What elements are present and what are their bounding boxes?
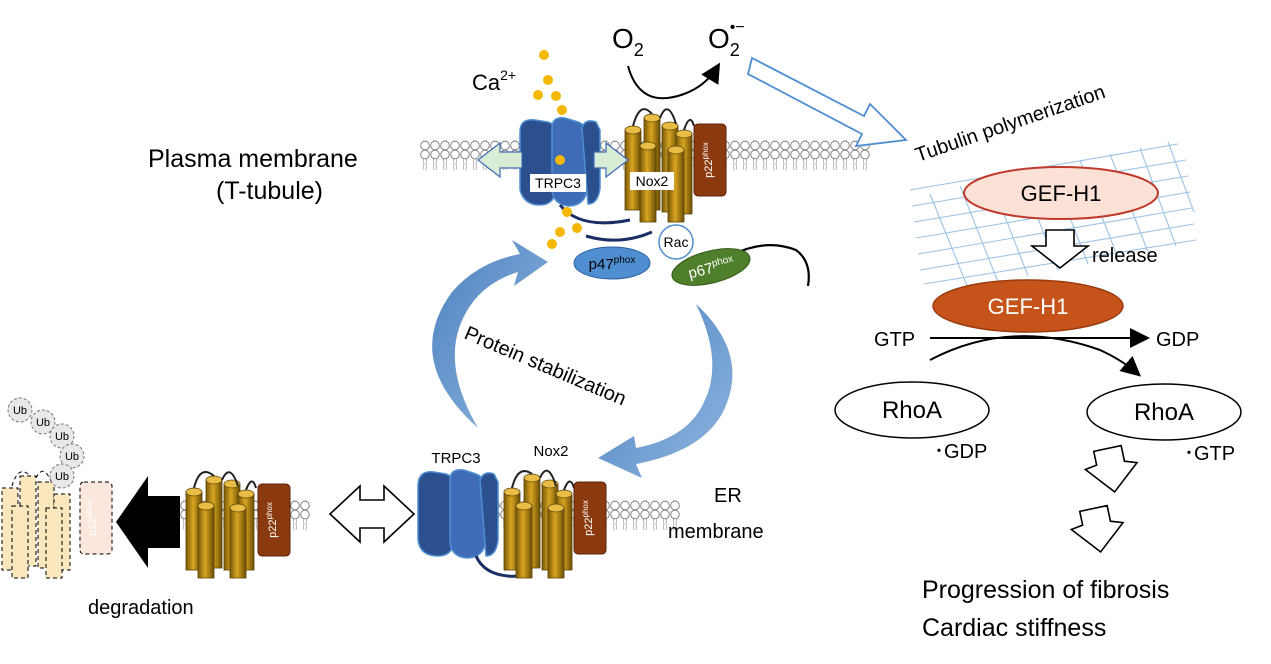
trpc3-er-label: TRPC3 — [431, 450, 480, 467]
nox2-er-label: Nox2 — [533, 443, 568, 460]
p47-sup: phox — [614, 255, 636, 266]
downstream-arrow-1 — [1083, 444, 1139, 494]
calcium-label: Ca2+ — [472, 67, 516, 95]
p67-sup: phox — [711, 254, 735, 270]
stabilization-cycle — [432, 240, 733, 478]
progression-label: Progression of fibrosis — [922, 576, 1169, 604]
ub-label-5: Ub — [55, 471, 69, 483]
lateral-arrows-top — [477, 141, 629, 179]
p67phox: p67phox — [671, 248, 751, 286]
tubulin-label: Tubulin polymerization — [912, 81, 1108, 167]
rhoa-right-label: RhoA — [1134, 399, 1194, 426]
ub-label-2: Ub — [36, 417, 50, 429]
dot-gtp-label: ･GTP — [1184, 443, 1235, 465]
ub-label-3: Ub — [55, 431, 69, 443]
p47-tail — [585, 230, 653, 242]
p22-left-base: p22 — [267, 520, 279, 538]
rhoa-gtp: RhoA — [1086, 383, 1242, 441]
gef-bottom-label: GEF-H1 — [988, 294, 1069, 319]
degradation-label: degradation — [88, 597, 194, 619]
p22-er-base: p22 — [583, 518, 595, 536]
svg-text:p22phox: p22phox — [581, 500, 595, 536]
release-arrow — [1029, 229, 1091, 270]
equilibrium-double-arrow — [328, 484, 416, 544]
rhoa-gdp: RhoA — [834, 381, 990, 439]
ubiquitin-chain: Ub Ub Ub Ub Ub — [7, 397, 85, 489]
gdp-label: GDP — [1156, 329, 1199, 351]
stiffness-label: Cardiac stiffness — [922, 614, 1106, 642]
p22phox-top: p22phox — [693, 123, 727, 197]
plasma-membrane-label-1: Plasma membrane — [148, 145, 358, 173]
rac-label: Rac — [664, 234, 689, 250]
p22-degraded: p22phox — [79, 481, 113, 555]
rhoa-left-label: RhoA — [882, 397, 942, 424]
svg-text:p22phox: p22phox — [265, 502, 279, 538]
plasma-membrane-label-2: (T-tubule) — [216, 177, 323, 205]
calcium-ions — [533, 50, 582, 249]
gef-h1-bound: GEF-H1 — [963, 166, 1159, 220]
er-membrane-label-1: ER — [714, 485, 742, 507]
nox2-er-right: p22phox — [503, 469, 607, 579]
nox2-er-left: p22phox — [185, 471, 291, 579]
nox2-degraded — [1, 470, 71, 579]
p47-base: p47 — [589, 256, 614, 273]
o2rad-base: O — [708, 23, 730, 54]
o2-label: O2 — [612, 23, 644, 60]
calcium-sup: 2+ — [500, 67, 516, 83]
o2rad-sup: •− — [730, 19, 745, 36]
trpc3-top-label: TRPC3 — [535, 175, 581, 191]
p22-top-base: p22 — [703, 160, 715, 178]
svg-text:p22phox: p22phox — [85, 500, 99, 536]
rac: Rac — [658, 224, 694, 260]
degradation-arrow — [116, 476, 180, 568]
p22-deg-base: p22 — [87, 518, 99, 536]
gtp-label: GTP — [874, 329, 915, 351]
nox2-top-label: Nox2 — [636, 173, 669, 189]
p22-er-sup: phox — [581, 500, 590, 517]
o2-conversion-arrow — [627, 62, 721, 100]
svg-text:p67phox: p67phox — [686, 254, 736, 283]
gef-top-label: GEF-H1 — [1021, 181, 1102, 206]
ub-label-1: Ub — [13, 405, 27, 417]
rhoa-activation-arrow — [929, 335, 1142, 377]
calcium-base: Ca — [472, 70, 501, 95]
protein-stabilization-label: Protein stabilization — [461, 322, 629, 410]
svg-text:p47phox: p47phox — [589, 255, 636, 273]
o2rad-sub: 2 — [730, 40, 740, 60]
p47phox: p47phox — [573, 246, 651, 280]
p22-top-sup: phox — [701, 142, 710, 159]
dot-gdp-label: ･GDP — [934, 441, 987, 463]
p22-left-sup: phox — [265, 502, 274, 519]
superoxide-to-tubulin-arrow — [746, 56, 908, 148]
p22-deg-sup: phox — [85, 500, 94, 517]
trpc3-channel-er — [417, 468, 526, 578]
o2-base: O — [612, 23, 634, 54]
release-label: release — [1092, 245, 1158, 267]
downstream-arrow-2 — [1069, 504, 1125, 554]
nox2-top — [624, 108, 695, 223]
svg-text:p22phox: p22phox — [701, 142, 715, 178]
p67-base: p67 — [687, 260, 715, 283]
superoxide-label: O2 •− — [708, 19, 745, 60]
ub-label-4: Ub — [65, 451, 79, 463]
er-membrane-label-2: membrane — [668, 521, 764, 543]
gef-h1-released: GEF-H1 — [932, 279, 1124, 333]
o2-sub: 2 — [634, 40, 644, 60]
